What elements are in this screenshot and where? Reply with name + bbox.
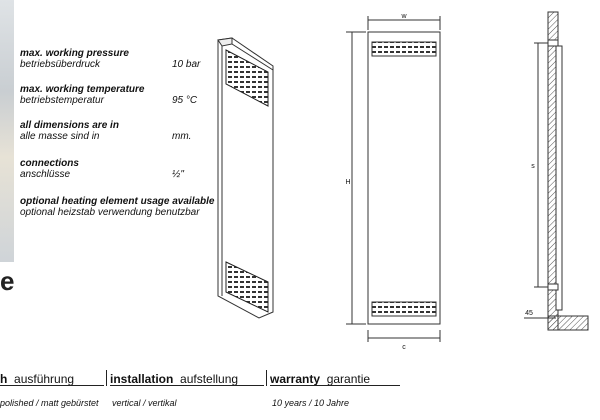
footer-finish-head: ausführung (14, 372, 75, 386)
radiator-front-view (346, 16, 441, 342)
footer-installation-head-bold: installation (110, 372, 174, 386)
spec-heating-element: optional heating element usage available… (20, 196, 220, 218)
spec-connections-label-en: connections (20, 158, 79, 169)
footer-warranty-head-bold: warranty (270, 372, 321, 386)
bottom-grille (225, 261, 269, 313)
dim-wall-offset-label: 45 (525, 310, 533, 317)
footer-finish-value: polished / matt gebürstet (0, 398, 99, 408)
spec-temperature-value: 95 °C (172, 95, 198, 106)
bracket-bottom (547, 283, 559, 291)
spec-pressure-value: 10 bar (172, 59, 201, 70)
spec-heating-label-en: optional heating element usage available (20, 196, 215, 207)
spec-dimensions: all dimensions are in alle masse sind in… (20, 120, 200, 142)
spec-dimensions-value: mm. (172, 131, 192, 142)
footer-finish-header: h ausführung (0, 372, 74, 386)
footer-installation-header: installation aufstellung (110, 372, 238, 386)
footer-finish-head-bold: h (0, 372, 8, 386)
spec-temperature-label-de: betriebstemperatur (20, 95, 104, 106)
dim-spacing-label: s (531, 163, 535, 170)
spec-dimensions-label-en: all dimensions are in (20, 120, 119, 131)
spec-pressure-label-de: betriebsüberdruck (20, 59, 101, 70)
front-top-grille (371, 41, 437, 57)
floor-section (547, 315, 589, 331)
radiator-profile (555, 45, 563, 311)
footer-divider (266, 370, 267, 386)
product-photo-edge (0, 0, 14, 262)
footer-warranty-value: 10 years / 10 Jahre (272, 398, 350, 408)
footer-rule (270, 385, 400, 386)
front-bottom-grille (371, 301, 437, 317)
radiator-side-view (524, 11, 589, 331)
spec-temperature-label-en: max. working temperature (20, 84, 145, 95)
footer-divider (106, 370, 107, 386)
footer-rule (110, 385, 264, 386)
top-grille (225, 49, 269, 107)
spec-temperature: max. working temperature betriebstempera… (20, 84, 200, 106)
footer-warranty-header: warranty garantie (270, 372, 370, 386)
footer-installation-head: aufstellung (180, 372, 239, 386)
dim-bottom-label: c (402, 344, 406, 351)
footer-installation-value: vertical / vertikal (112, 398, 177, 408)
radiator-perspective-view (217, 37, 274, 319)
dim-width-label: w (400, 13, 407, 20)
spec-connections: connections anschlüsse ½" (20, 158, 200, 180)
spec-dimensions-label-de: alle masse sind in (20, 131, 100, 142)
spec-pressure: max. working pressure betriebsüberdruck … (20, 48, 200, 70)
spec-pressure-label-en: max. working pressure (20, 48, 129, 59)
spec-connections-label-de: anschlüsse (20, 169, 71, 180)
bracket-top (547, 39, 559, 47)
spec-connections-value: ½" (172, 169, 184, 180)
dim-height-label: H (345, 179, 350, 186)
cropped-heading-letter: e (0, 266, 15, 296)
footer-rule (0, 385, 104, 386)
footer-warranty-head: garantie (326, 372, 371, 386)
spec-heating-label-de: optional heizstab verwendung benutzbar (20, 207, 200, 218)
